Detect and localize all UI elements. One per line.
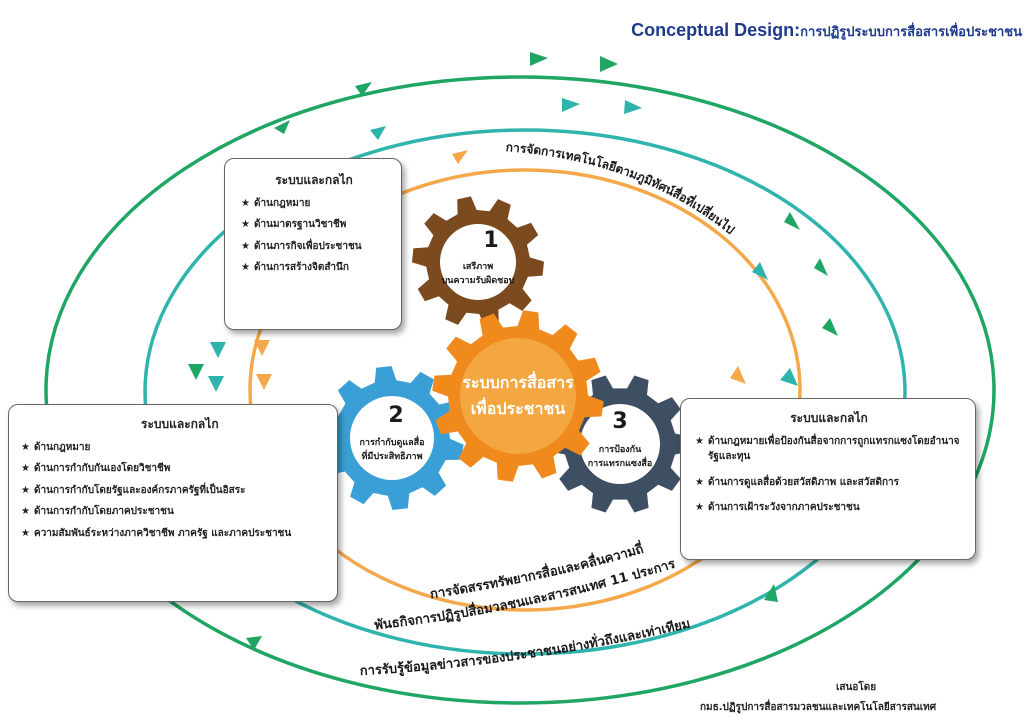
gear-1-line1: เสรีภาพ [463,261,493,272]
box-2-item: ความสัมพันธ์ระหว่างภาควิชาชีพ ภาครัฐ และ… [21,526,327,542]
arrowhead [370,126,386,140]
box-1-item: ด้านมาตรฐานวิชาชีพ [241,217,387,233]
arrowhead [355,82,372,96]
gear-3-line1: การป้องกัน [599,444,642,455]
center-gear-hub [460,338,576,454]
gear-2-number: 2 [388,403,403,428]
box-1-heading: ระบบและกลไก [275,173,353,187]
arrowhead [530,52,548,66]
gear-3-hub [580,404,660,484]
arrowhead [274,120,290,134]
presenter-name: กมธ.ปฏิรูปการสื่อสารมวลชนและเทคโนโลยีสาร… [700,702,937,713]
arrowhead [246,636,262,650]
inner-orange-ring [248,168,802,612]
center-gear-line2: เพื่อประชาชน [471,397,566,418]
arrowhead [256,374,272,390]
arrowhead [764,584,778,602]
orange-arrowheads [254,150,746,390]
arrowhead [188,364,204,380]
box-1-list: ด้านกฎหมาย ด้านมาตรฐานวิชาชีพ ด้านภารกิจ… [241,196,387,276]
gear-1-hub [440,224,516,300]
box-1-item: ด้านการสร้างจิตสำนึก [241,260,387,276]
ring-arrowheads [188,52,838,650]
page-title: Conceptual Design:การปฏิรูประบบการสื่อสา… [631,20,1022,42]
title-english: Conceptual Design: [631,20,801,40]
middle-teal-ring [143,128,907,656]
box-1-item: ด้านกฎหมาย [241,196,387,212]
arrowhead [822,318,838,336]
arrowhead [562,98,580,112]
presented-by-label: เสนอโดย [836,682,877,693]
arrowhead [254,340,270,356]
box-3-item: ด้านกฎหมายเพื่อป้องกันสื่อจากการถูกแทรกแ… [695,434,963,465]
title-thai: การปฏิรูประบบการสื่อสารเพื่อประชาชน [800,25,1022,40]
arrowhead [814,258,828,276]
arrowhead [208,376,224,392]
mechanism-box-2: ระบบและกลไก ด้านกฎหมาย ด้านการกำกับกันเอ… [8,404,338,602]
gear-1: 1 เสรีภาพ บนความรับผิดชอบ [412,196,544,328]
arrowhead [780,368,798,386]
mechanism-box-1: ระบบและกลไก ด้านกฎหมาย ด้านมาตรฐานวิชาชี… [224,158,402,330]
arrowhead [452,150,468,164]
gear-2-line1: การกำกับดูแลสื่อ [359,435,424,448]
gear-1-line2: บนความรับผิดชอบ [442,275,515,286]
arrowhead [730,366,746,384]
box-2-item: ด้านการกำกับกันเองโดยวิชาชีพ [21,461,327,477]
arrowhead [624,100,642,114]
mechanism-box-3: ระบบและกลไก ด้านกฎหมายเพื่อป้องกันสื่อจา… [680,398,976,560]
gear-3-number: 3 [612,409,627,434]
box-2-list: ด้านกฎหมาย ด้านการกำกับกันเองโดยวิชาชีพ … [21,440,327,542]
box-3-list: ด้านกฎหมายเพื่อป้องกันสื่อจากการถูกแทรกแ… [695,434,963,516]
box-3-item: ด้านการดูแลสื่อด้วยสวัสดิภาพ และสวัสดิกา… [695,475,963,491]
gear-2-hub [350,396,434,480]
box-2-heading: ระบบและกลไก [141,417,219,431]
box-2-item: ด้านการกำกับโดยรัฐและองค์กรภาครัฐที่เป็น… [21,483,327,499]
green-arrowheads [188,52,838,650]
box-3-heading: ระบบและกลไก [790,411,868,425]
gear-2: 2 การกำกับดูแลสื่อ ที่มีประสิทธิภาพ [320,366,464,510]
gear-2-line2: ที่มีประสิทธิภาพ [361,449,422,462]
gear-3-line2: การแทรกแซงสื่อ [588,456,653,469]
box-2-item: ด้านกฎหมาย [21,440,327,456]
gear-1-number: 1 [483,228,498,253]
center-gear: ระบบการสื่อสาร เพื่อประชาชน [432,310,604,482]
box-1-item: ด้านภารกิจเพื่อประชาชน [241,239,387,255]
arc-label-middle-bottom: พันธกิจการปฏิรูปสื่อมวลชนและสารสนเทศ 11 … [374,557,678,634]
arrowhead [784,212,800,230]
teal-arrowheads [208,98,798,392]
outer-green-ring [44,75,996,705]
box-2-item: ด้านการกำกับโดยภาคประชาชน [21,504,327,520]
box-3-item: ด้านการเฝ้าระวังจากภาคประชาชน [695,500,963,516]
arrowhead [210,342,226,358]
arrowhead [752,262,768,280]
arrowhead [600,56,618,72]
center-gear-line1: ระบบการสื่อสาร [462,371,574,392]
